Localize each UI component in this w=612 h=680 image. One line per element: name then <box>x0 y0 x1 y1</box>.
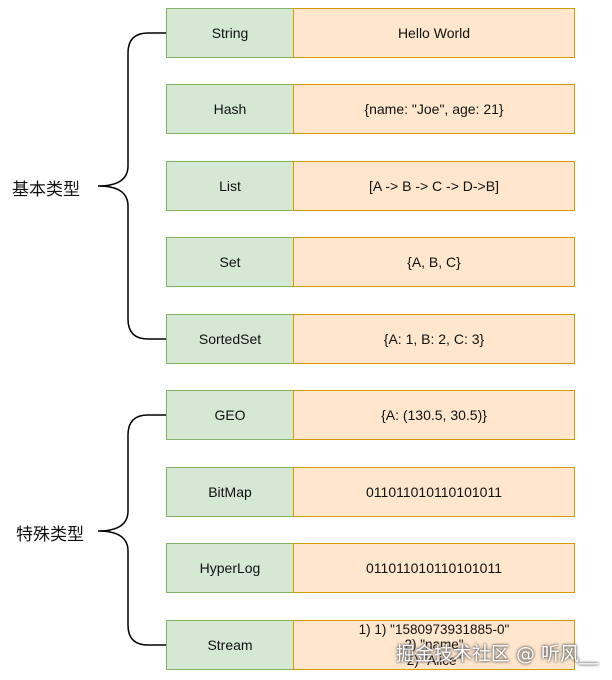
row-set: Set {A, B, C} <box>166 237 575 287</box>
type-key-stream: Stream <box>166 620 294 670</box>
type-key-list: List <box>166 161 294 211</box>
stream-line-3: 2) "Alice" <box>406 652 462 668</box>
type-value-hyperlog: 011011010110101011 <box>293 543 575 593</box>
type-value-sortedset: {A: 1, B: 2, C: 3} <box>293 314 575 364</box>
row-bitmap: BitMap 011011010110101011 <box>166 467 575 517</box>
type-value-geo: {A: (130.5, 30.5)} <box>293 390 575 440</box>
row-sortedset: SortedSet {A: 1, B: 2, C: 3} <box>166 314 575 364</box>
row-geo: GEO {A: (130.5, 30.5)} <box>166 390 575 440</box>
group-label-special: 特殊类型 <box>16 525 84 545</box>
type-key-geo: GEO <box>166 390 294 440</box>
type-value-stream: 1) 1) "1580973931885-0" 2) "name" 2) "Al… <box>293 620 575 670</box>
row-list: List [A -> B -> C -> D->B] <box>166 161 575 211</box>
group-label-basic: 基本类型 <box>12 180 80 200</box>
type-key-set: Set <box>166 237 294 287</box>
type-key-sortedset: SortedSet <box>166 314 294 364</box>
type-value-string: Hello World <box>293 8 575 58</box>
stream-line-2: 2) "name" <box>404 637 464 653</box>
stream-line-1: 1) 1) "1580973931885-0" <box>358 621 510 637</box>
type-key-bitmap: BitMap <box>166 467 294 517</box>
type-value-set: {A, B, C} <box>293 237 575 287</box>
type-value-hash: {name: "Joe", age: 21} <box>293 84 575 134</box>
brace-special <box>97 414 166 646</box>
row-hyperlog: HyperLog 011011010110101011 <box>166 543 575 593</box>
row-stream: Stream 1) 1) "1580973931885-0" 2) "name"… <box>166 620 575 670</box>
watermark: 掘金技术社区 @ 听风__ <box>395 643 598 665</box>
row-hash: Hash {name: "Joe", age: 21} <box>166 84 575 134</box>
type-key-hyperlog: HyperLog <box>166 543 294 593</box>
brace-basic <box>97 32 166 340</box>
type-key-string: String <box>166 8 294 58</box>
type-key-hash: Hash <box>166 84 294 134</box>
type-value-bitmap: 011011010110101011 <box>293 467 575 517</box>
type-value-list: [A -> B -> C -> D->B] <box>293 161 575 211</box>
row-string: String Hello World <box>166 8 575 58</box>
